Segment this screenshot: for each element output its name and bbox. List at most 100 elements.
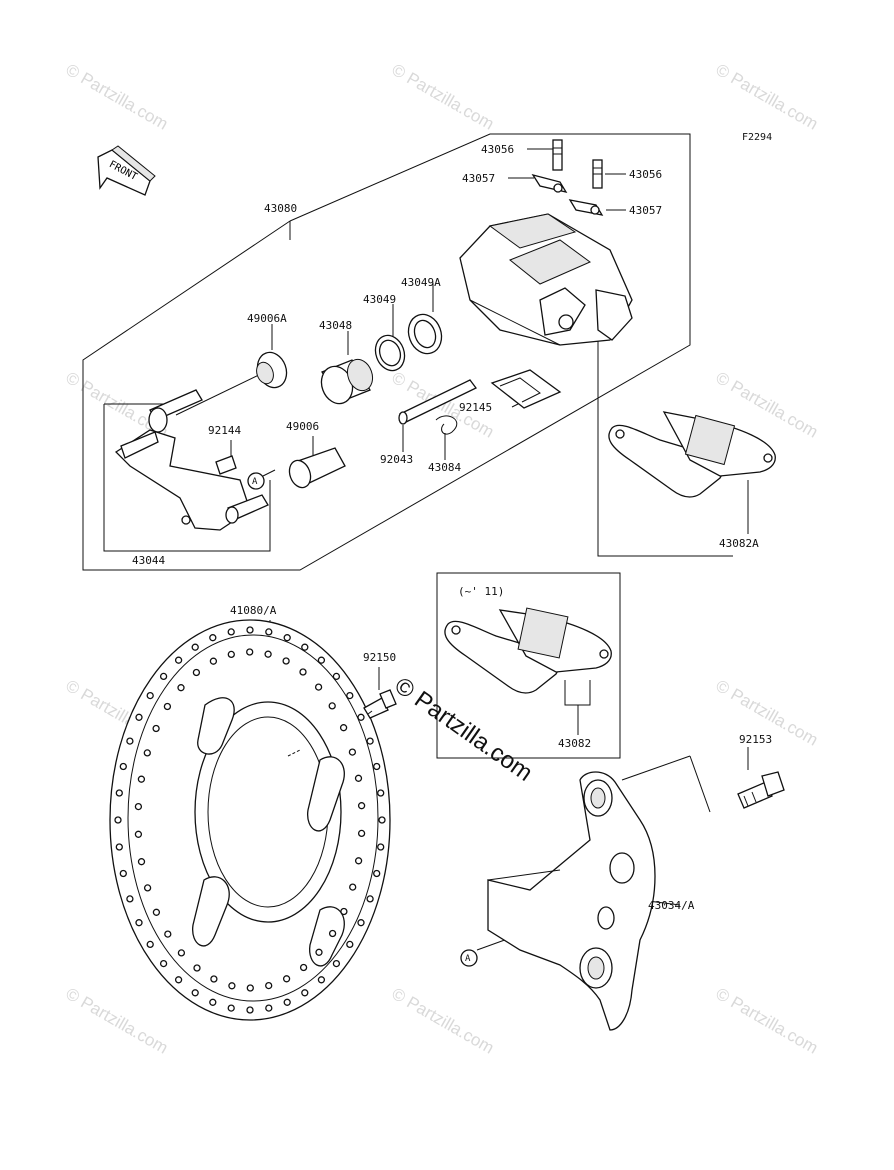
disc-hole (378, 816, 386, 824)
disc-hole (146, 940, 154, 949)
disc-hole (227, 628, 235, 636)
disc-hole (377, 789, 385, 797)
part-label-43049[interactable]: 43049 (363, 293, 397, 306)
part-label-92153[interactable]: 92153 (739, 733, 773, 746)
part-label-43049a[interactable]: 43049A (401, 276, 441, 289)
disc-hole (119, 869, 127, 878)
part-label-43048[interactable]: 43048 (319, 319, 353, 332)
brake-disc (109, 619, 391, 1021)
disc-hole (246, 1006, 254, 1014)
disc-hole (282, 657, 290, 665)
part-label-43056[interactable]: 43056 (629, 168, 663, 181)
disc-hole (227, 1004, 235, 1012)
inset-box (436, 572, 621, 759)
pad-spring (490, 369, 562, 409)
disc-hole (177, 684, 185, 692)
disc-hole (332, 959, 341, 968)
part-label-43034[interactable]: 43034/A (648, 899, 695, 912)
disc-hole (246, 984, 254, 992)
disc-hole (283, 634, 291, 642)
piston-seals (320, 313, 443, 405)
inset-note: (~' 11) (458, 585, 505, 598)
callout-a-label: A (465, 954, 471, 964)
disc-hole (282, 975, 291, 983)
disc-hole (135, 919, 143, 927)
callout-a-circle (460, 949, 478, 967)
disc-hole (119, 762, 127, 771)
disc-hole (332, 672, 341, 681)
part-label-41080[interactable]: 41080/A (230, 604, 277, 617)
part-label-49006a[interactable]: 49006A (247, 312, 287, 325)
disc-hole (227, 650, 235, 659)
dust-boots (256, 351, 346, 489)
bleed-valve (552, 139, 603, 189)
disc-hole (115, 843, 123, 851)
disc-hole (301, 643, 309, 651)
disc-hole (377, 843, 385, 851)
disc-hole (339, 724, 348, 732)
disc-hole (146, 691, 154, 700)
disc-hole (193, 964, 201, 972)
disc-hole (348, 748, 357, 756)
disc-hole (349, 883, 357, 891)
disc-hole (246, 626, 254, 634)
disc-hole (134, 802, 143, 811)
disc-hole (317, 976, 326, 984)
disc-hole (265, 1004, 273, 1012)
disc-hole (314, 683, 323, 691)
part-label-43056[interactable]: 43056 (481, 143, 515, 156)
part-label-92043[interactable]: 92043 (380, 453, 414, 466)
bleed-cap (531, 173, 604, 216)
disc-hole (315, 948, 323, 956)
disc-hole (152, 724, 160, 733)
disc-hole (366, 895, 374, 903)
disc-hole (366, 737, 374, 745)
disc-hole (134, 830, 143, 838)
part-label-43080[interactable]: 43080 (264, 202, 298, 215)
disc-hole (135, 713, 143, 721)
disc-hole (299, 668, 307, 676)
disc-hole (163, 702, 172, 711)
disc-hole (265, 981, 273, 990)
disc-hole (228, 982, 236, 990)
disc-hole (346, 691, 354, 700)
disc-hole (357, 829, 366, 838)
disc-hole (210, 975, 218, 983)
disc-hole (373, 762, 381, 771)
part-label-43044[interactable]: 43044 (132, 554, 166, 567)
disc-hole (357, 919, 365, 927)
disc-hole (137, 858, 146, 866)
part-label-43082[interactable]: 43082 (558, 737, 592, 750)
disc-hole (209, 657, 218, 665)
brake-pads-upper (608, 411, 776, 498)
part-label-92150[interactable]: 92150 (363, 651, 397, 664)
part-label-49006[interactable]: 49006 (286, 420, 320, 433)
callout-a-label: A (252, 477, 258, 487)
caliper-assembly-outline (82, 133, 733, 571)
caliper-pin (398, 379, 477, 435)
disc-hole (264, 650, 272, 658)
part-label-43057[interactable]: 43057 (462, 172, 496, 185)
disc-hole (137, 775, 146, 783)
disc-hole (164, 930, 172, 938)
disc-hole (115, 789, 123, 797)
part-label-43084[interactable]: 43084 (428, 461, 462, 474)
disc-hole (317, 656, 326, 664)
disc-hole (357, 713, 365, 721)
bracket-bolt (737, 771, 785, 809)
disc-hole (209, 634, 217, 642)
disc-hole (265, 628, 273, 636)
disc-hole (328, 702, 336, 710)
part-label-92144[interactable]: 92144 (208, 424, 242, 437)
part-label-43057[interactable]: 43057 (629, 204, 663, 217)
caliper-bracket (114, 389, 269, 531)
disc-hole (159, 959, 168, 968)
disc-hole (191, 989, 199, 997)
disc-hole (152, 908, 161, 916)
part-label-92145[interactable]: 92145 (459, 401, 493, 414)
caliper-body (459, 213, 633, 346)
part-label-43082a[interactable]: 43082A (719, 537, 759, 550)
disc-hole (191, 643, 199, 651)
